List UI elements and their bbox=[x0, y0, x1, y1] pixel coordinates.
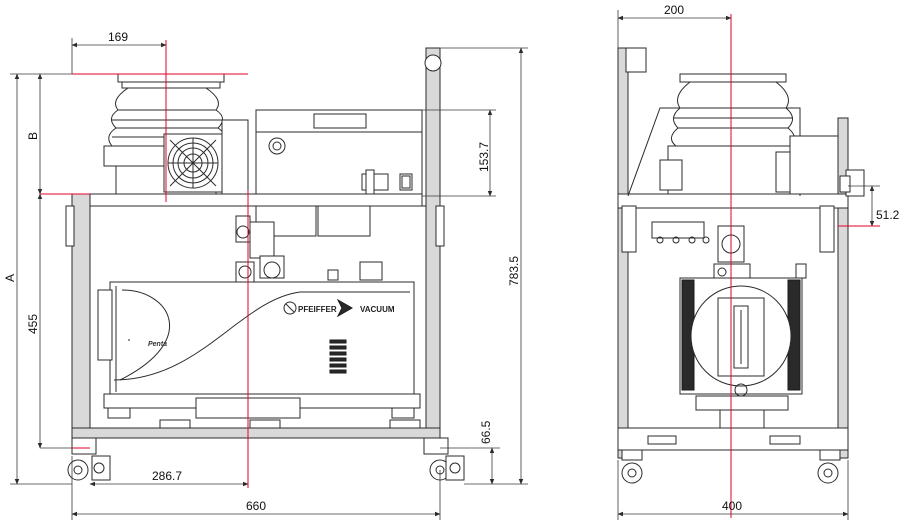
dim-153-7: 153.7 bbox=[422, 109, 496, 197]
brand-suffix-label: VACUUM bbox=[360, 305, 395, 314]
side-view: 200 51.2 400 bbox=[617, 3, 900, 520]
dim-400: 400 bbox=[617, 460, 849, 520]
dim-169: 169 bbox=[71, 30, 167, 74]
dim-a: A bbox=[3, 73, 72, 485]
side-turbo bbox=[627, 73, 865, 197]
dim-label-51-2: 51.2 bbox=[876, 208, 900, 222]
side-piping bbox=[651, 221, 807, 279]
wheel-right-icon bbox=[423, 437, 465, 481]
dim-783-5: 783.5 bbox=[440, 47, 528, 485]
dim-label-66-5: 66.5 bbox=[479, 420, 493, 444]
rotary-pump bbox=[97, 281, 421, 429]
vent-slots bbox=[329, 339, 347, 374]
brand-label: PFEIFFER bbox=[298, 305, 337, 314]
model-label: Penta bbox=[148, 341, 167, 348]
dim-660: 660 bbox=[71, 456, 441, 520]
wheel-left-icon bbox=[67, 437, 111, 481]
dim-label-169: 169 bbox=[108, 30, 128, 44]
dim-51-2: 51.2 bbox=[848, 185, 900, 227]
dim-label-400: 400 bbox=[722, 499, 742, 513]
fan-icon bbox=[163, 133, 223, 193]
front-view: 169 A B 455 153.7 783.5 bbox=[3, 30, 528, 520]
dim-label-153-7: 153.7 bbox=[477, 142, 491, 172]
dim-286-7: 286.7 bbox=[89, 469, 249, 487]
top-plate bbox=[71, 193, 423, 207]
controller-box bbox=[255, 109, 423, 197]
side-pump bbox=[679, 277, 803, 429]
dim-label-783-5: 783.5 bbox=[507, 256, 521, 286]
piping bbox=[235, 205, 383, 283]
dim-455: 455 bbox=[26, 193, 72, 449]
dim-200: 200 bbox=[617, 3, 732, 48]
dim-label-286-7: 286.7 bbox=[152, 469, 182, 483]
dim-label-455: 455 bbox=[26, 314, 40, 334]
dim-66-5: 66.5 bbox=[440, 420, 500, 485]
dim-label-660: 660 bbox=[246, 499, 266, 513]
frame bbox=[65, 47, 445, 453]
dim-label-a: A bbox=[3, 274, 17, 282]
dim-label-b: B bbox=[26, 132, 40, 140]
dim-label-200: 200 bbox=[664, 3, 684, 17]
dim-b: B bbox=[26, 73, 43, 195]
